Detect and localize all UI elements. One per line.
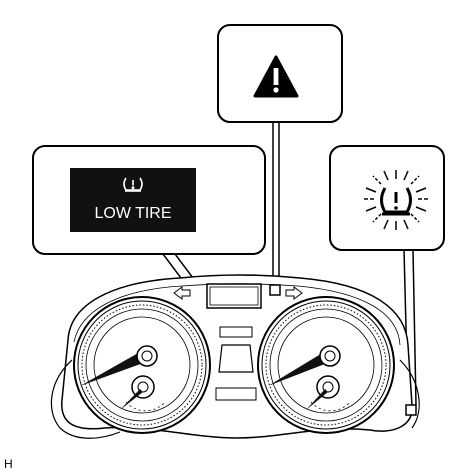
tire-pressure-warning-icon-blinking [362, 170, 430, 230]
tire-pressure-indicator-lamp [405, 404, 417, 416]
low-tire-message: LOW TIRE [94, 205, 171, 222]
tire-pressure-icon [123, 177, 143, 192]
tachometer-gauge [257, 296, 395, 434]
callout-multi-display: LOW TIRE [32, 145, 266, 291]
instrument-cluster [50, 274, 420, 439]
turn-signal-right-icon [285, 286, 303, 300]
callout-tire-pressure-indicator [329, 145, 445, 406]
turn-signal-left-icon [173, 286, 191, 300]
speedometer-gauge [73, 296, 211, 434]
master-warning-indicator [269, 284, 281, 296]
master-warning-triangle-icon [253, 55, 299, 98]
callout-master-warning [217, 24, 343, 285]
multi-display-screen [70, 168, 196, 232]
figure-code-letter: H [4, 457, 13, 471]
